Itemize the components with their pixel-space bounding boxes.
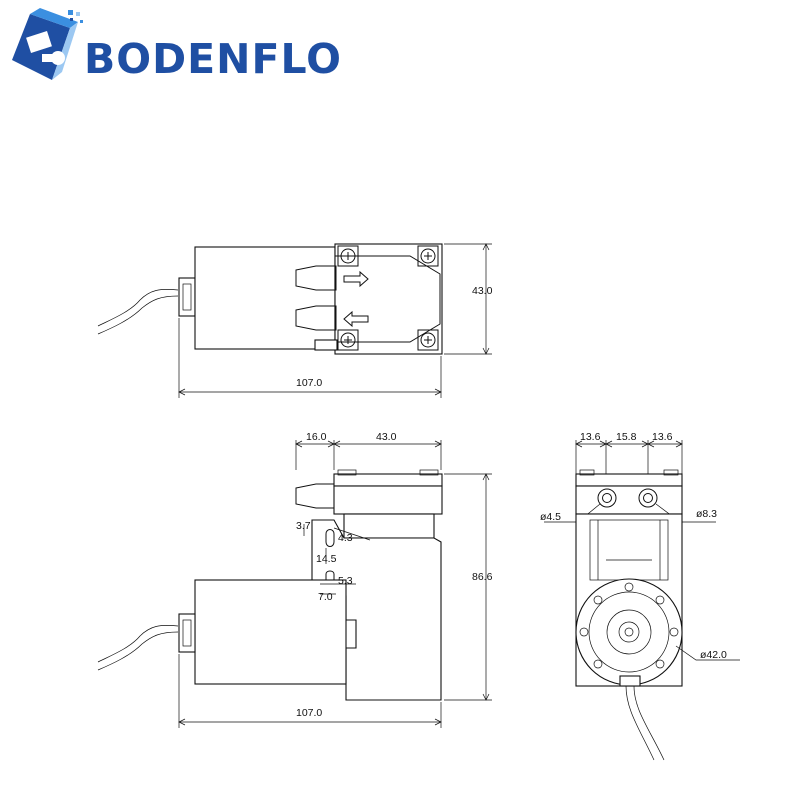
top-width-dimension: 107.0 bbox=[296, 377, 322, 389]
end-motor-diameter: ø42.0 bbox=[700, 649, 727, 661]
side-width-dimension: 107.0 bbox=[296, 707, 322, 719]
screw-icon bbox=[417, 245, 439, 267]
brand-logo: BODENFLO bbox=[12, 8, 342, 83]
top-height-dimension: 43.0 bbox=[472, 285, 493, 297]
side-height-dimension: 86.6 bbox=[472, 571, 493, 583]
side-dimension-3-7: 3.7 bbox=[296, 520, 311, 532]
side-dimension-5-3: 5.3 bbox=[338, 575, 353, 587]
side-dimension-4-3: 4.3 bbox=[338, 532, 353, 544]
screw-icon bbox=[417, 329, 439, 351]
side-top-left-dimension: 16.0 bbox=[306, 431, 327, 443]
screw-icon bbox=[337, 329, 359, 351]
end-spacing-middle: 15.8 bbox=[616, 431, 637, 443]
end-spacing-left: 13.6 bbox=[580, 431, 601, 443]
side-top-right-dimension: 43.0 bbox=[376, 431, 397, 443]
end-spacing-right: 13.6 bbox=[652, 431, 673, 443]
brand-name: BODENFLO bbox=[84, 35, 342, 83]
side-dimension-7-0: 7.0 bbox=[318, 591, 333, 603]
end-port-right-diameter: ø8.3 bbox=[696, 508, 717, 520]
screw-icon bbox=[337, 245, 359, 267]
logo-cube-icon bbox=[12, 8, 83, 80]
end-view: 13.6 15.8 13.6 ø4.5 ø8.3 bbox=[540, 431, 740, 761]
side-view: 16.0 43.0 3.7 4.3 14.5 5.3 7.0 86.6 bbox=[97, 431, 493, 728]
top-view: 43.0 107.0 bbox=[97, 243, 493, 398]
motor-vent-holes bbox=[579, 582, 679, 669]
end-port-left-diameter: ø4.5 bbox=[540, 511, 561, 523]
side-dimension-14-5: 14.5 bbox=[316, 553, 337, 565]
